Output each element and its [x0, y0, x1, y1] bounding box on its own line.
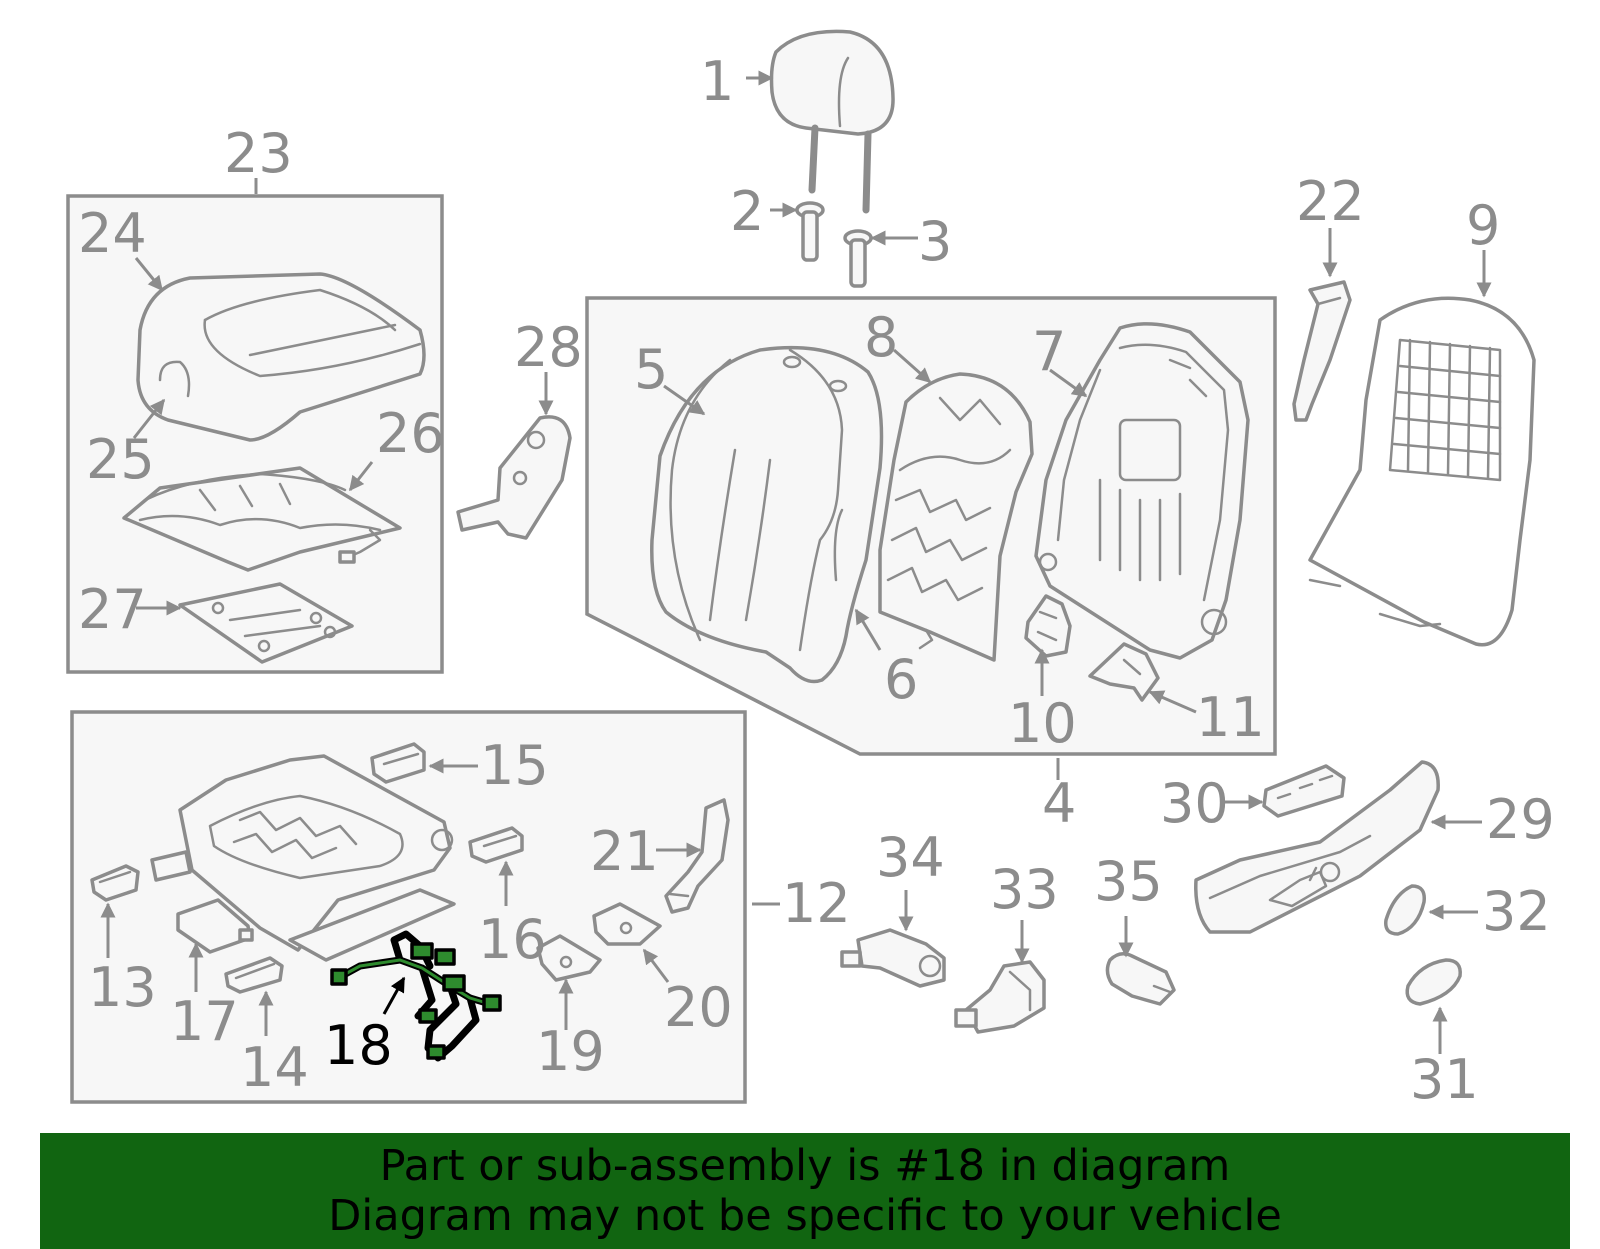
knob-part-31	[1405, 958, 1462, 1006]
callout-18: 18	[324, 1014, 393, 1077]
clip-part-11	[1088, 642, 1160, 702]
seat-parts-diagram: 1 2 3 4 5 6 7 8 9 10 11 12 13 14 15 16 1…	[66, 29, 1555, 1111]
bracket-part-16	[468, 826, 524, 864]
bracket-part-14	[224, 956, 284, 994]
callout-7: 7	[1032, 320, 1066, 383]
clip-part-10	[1024, 594, 1072, 658]
back-pad-part-8	[878, 372, 1034, 662]
headrest-part-1	[769, 29, 895, 214]
callout-13: 13	[88, 956, 157, 1019]
motor-part-34	[840, 928, 946, 988]
bracket-part-28	[456, 415, 572, 540]
cushion-cover-part-24	[136, 272, 426, 442]
callout-28: 28	[514, 316, 583, 379]
callout-27: 27	[78, 578, 147, 641]
back-trim-part-22	[1292, 280, 1352, 422]
back-cover-part-5	[650, 345, 884, 684]
callout-30: 30	[1160, 772, 1229, 835]
motor-part-33	[954, 960, 1046, 1034]
bracket-part-15	[370, 742, 426, 784]
callout-20: 20	[664, 976, 733, 1039]
callout-23: 23	[224, 122, 293, 185]
callout-labels: 1 2 3 4 5 6 7 8 9 10 11 12 13 14 15 16 1…	[78, 50, 1555, 1111]
callout-32: 32	[1482, 880, 1551, 943]
guide-part-2	[795, 201, 825, 262]
bracket-part-19	[536, 934, 602, 982]
callout-5: 5	[634, 338, 668, 401]
cushion-panel-part-27	[178, 582, 354, 664]
callout-17: 17	[170, 990, 239, 1053]
leader-lines	[100, 70, 1492, 1054]
cushion-pad-part-26	[122, 466, 402, 572]
callout-12: 12	[782, 872, 851, 935]
callout-1: 1	[700, 50, 734, 113]
part-info-banner: Part or sub-assembly is #18 in diagram D…	[40, 1133, 1570, 1249]
callout-31: 31	[1410, 1048, 1479, 1111]
motor-part-35	[1105, 952, 1176, 1006]
callout-2: 2	[730, 180, 764, 243]
guide-part-3	[843, 229, 873, 288]
callout-6: 6	[884, 648, 918, 711]
callout-19: 19	[536, 1020, 605, 1083]
side-shield-part-29	[1194, 760, 1440, 934]
banner-line-part-number: Part or sub-assembly is #18 in diagram	[379, 1141, 1231, 1191]
callout-24: 24	[78, 202, 147, 265]
callout-14: 14	[240, 1036, 309, 1099]
knob-part-32	[1384, 884, 1426, 936]
callout-34: 34	[876, 826, 945, 889]
callout-26: 26	[376, 402, 445, 465]
callout-16: 16	[478, 908, 547, 971]
banner-line-disclaimer: Diagram may not be specific to your vehi…	[328, 1191, 1282, 1241]
callout-9: 9	[1466, 194, 1500, 257]
callout-29: 29	[1486, 788, 1555, 851]
module-part-17	[176, 898, 254, 954]
callout-22: 22	[1296, 170, 1365, 233]
callout-33: 33	[990, 858, 1059, 921]
callout-15: 15	[480, 734, 549, 797]
back-board-part-9	[1308, 296, 1536, 647]
callout-35: 35	[1094, 850, 1163, 913]
wiring-harness-part-18	[330, 930, 502, 1062]
bracket-part-20	[592, 902, 662, 946]
callout-21: 21	[590, 820, 659, 883]
cover-part-21	[664, 798, 730, 914]
callout-4: 4	[1042, 772, 1076, 835]
callout-11: 11	[1196, 686, 1265, 749]
callout-8: 8	[864, 306, 898, 369]
seat-track-part-12	[150, 754, 456, 962]
switch-part-30	[1262, 764, 1346, 818]
callout-3: 3	[918, 210, 952, 273]
callout-10: 10	[1008, 692, 1077, 755]
callout-25: 25	[86, 428, 155, 491]
bracket-part-13	[90, 864, 140, 902]
back-frame-part-7	[1034, 322, 1250, 660]
